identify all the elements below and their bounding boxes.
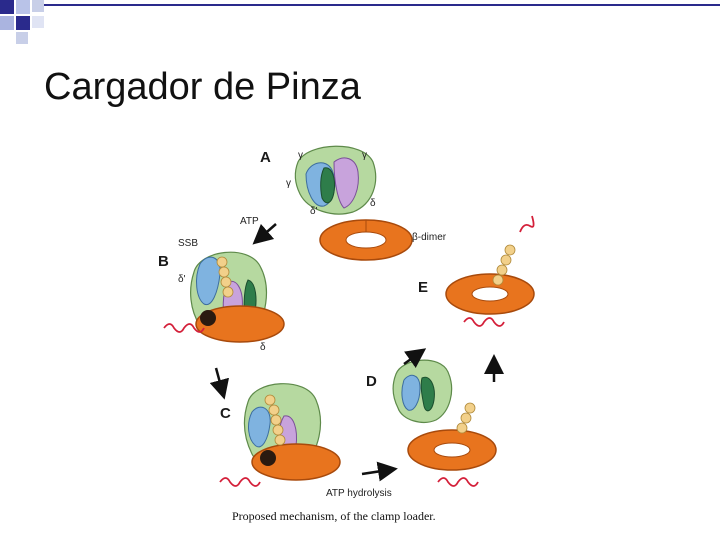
- label-gamma-3: γ: [286, 178, 291, 189]
- stage-e-complex: [445, 215, 535, 327]
- label-delta-prime-b: δ': [178, 274, 186, 285]
- stage-d-complex: [392, 359, 497, 487]
- label-delta-a: δ: [370, 198, 376, 209]
- label-step-c: C: [220, 405, 231, 422]
- label-atp: ATP: [240, 216, 259, 227]
- label-step-e: E: [418, 279, 428, 296]
- figure-caption: Proposed mechanism, of the clamp loader.: [232, 509, 436, 523]
- label-delta-prime-a: δ': [310, 206, 318, 217]
- label-gamma-2: γ: [362, 150, 367, 161]
- stage-c-complex: [219, 383, 341, 487]
- beta-dimer-ring: [319, 219, 413, 261]
- stage-a-clamp-loader: [294, 145, 377, 215]
- label-beta-dimer: β-dimer: [412, 232, 447, 243]
- label-ssb: SSB: [178, 238, 198, 249]
- clamp-loader-diagram: A B C D E ATP SSB β-dimer ATP hydrolysis…: [148, 132, 558, 528]
- label-step-d: D: [366, 373, 377, 390]
- slide-title: Cargador de Pinza: [44, 66, 361, 108]
- label-step-b: B: [158, 253, 169, 270]
- cycle-arrows: [209, 223, 504, 482]
- label-delta-b: δ: [260, 342, 266, 353]
- label-atp-hydrolysis: ATP hydrolysis: [326, 488, 392, 499]
- label-step-a: A: [260, 149, 271, 166]
- stage-b-complex: [163, 251, 285, 343]
- label-gamma-1: γ: [298, 150, 303, 161]
